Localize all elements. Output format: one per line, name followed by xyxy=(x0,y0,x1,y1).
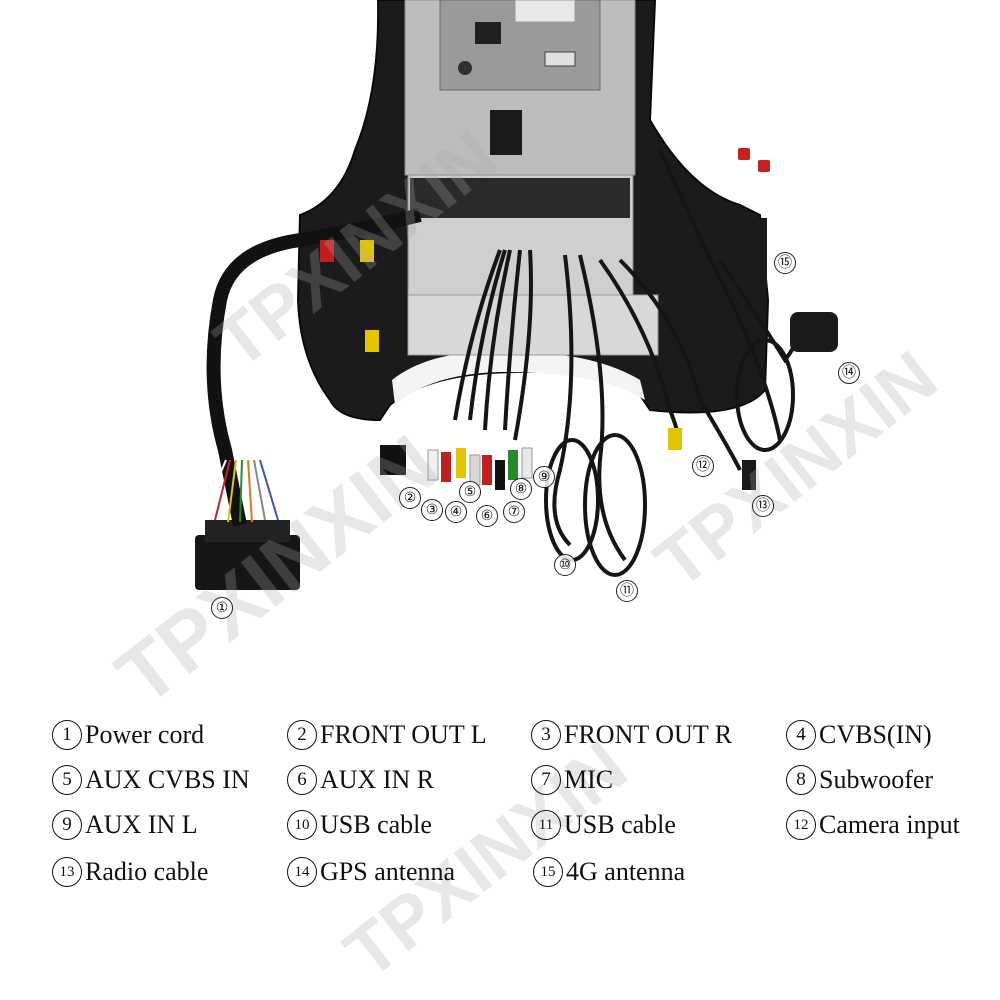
radio-plug xyxy=(742,460,756,490)
legend-number: 6 xyxy=(287,765,317,795)
legend-label: Subwoofer xyxy=(819,765,934,794)
callout-14: ⑭ xyxy=(838,362,860,384)
legend-label: AUX IN R xyxy=(320,765,435,794)
callout-12: ⑫ xyxy=(692,455,714,477)
power-cord-bundle xyxy=(206,208,422,527)
legend-number: 8 xyxy=(786,765,816,795)
legend-label: USB cable xyxy=(564,810,676,839)
callout-9: ⑨ xyxy=(533,466,555,488)
bezel-window xyxy=(392,351,645,405)
gps-antenna-puck xyxy=(790,312,838,352)
red-cap xyxy=(758,160,770,172)
callout-13: ⑬ xyxy=(752,495,774,517)
legend-label: Power cord xyxy=(85,720,205,749)
callout-2: ② xyxy=(399,487,421,509)
callout-3: ③ xyxy=(421,499,443,521)
legend-number: 11 xyxy=(531,810,561,840)
legend-label: Camera input xyxy=(819,810,960,839)
power-connector-top xyxy=(205,520,290,542)
red-cap xyxy=(738,148,750,160)
legend-label: MIC xyxy=(564,765,614,794)
legend-label: FRONT OUT L xyxy=(320,720,487,749)
legend-number: 3 xyxy=(531,720,561,750)
board-hole xyxy=(458,61,472,75)
legend-number: 10 xyxy=(287,810,317,840)
legend-number: 9 xyxy=(52,810,82,840)
legend-number: 14 xyxy=(287,857,317,887)
legend-number: 13 xyxy=(52,857,82,887)
heatsink xyxy=(410,178,630,218)
product-photo xyxy=(195,0,838,590)
callout-1: ① xyxy=(211,597,233,619)
callout-4: ④ xyxy=(445,501,467,523)
usb-loop-11 xyxy=(583,433,647,577)
callout-8: ⑧ xyxy=(510,478,532,500)
legend-label: GPS antenna xyxy=(320,857,456,886)
signal-cables xyxy=(453,149,802,562)
legend-number: 12 xyxy=(786,810,816,840)
callout-5: ⑤ xyxy=(459,481,481,503)
legend-number: 7 xyxy=(531,765,561,795)
legend-number: 15 xyxy=(533,857,563,887)
callout-10: ⑩ xyxy=(554,554,576,576)
legend-label: CVBS(IN) xyxy=(819,720,932,749)
board-sticker xyxy=(514,0,576,23)
legend-number: 2 xyxy=(287,720,317,750)
antenna-loop xyxy=(735,338,795,452)
legend-number: 1 xyxy=(52,720,82,750)
board-chip xyxy=(475,22,501,44)
4g-antenna xyxy=(745,218,767,288)
board-connector xyxy=(544,51,576,67)
usb-dongle xyxy=(490,110,522,155)
legend-label: AUX IN L xyxy=(85,810,198,839)
legend-number: 5 xyxy=(52,765,82,795)
callout-6: ⑥ xyxy=(476,505,498,527)
legend-number: 4 xyxy=(786,720,816,750)
callout-15: ⑮ xyxy=(774,252,796,274)
legend-label: FRONT OUT R xyxy=(564,720,733,749)
legend-label: Radio cable xyxy=(85,857,209,886)
lower-plate xyxy=(407,294,659,356)
legend-label: AUX CVBS IN xyxy=(85,765,250,794)
rca-plugs xyxy=(320,240,682,490)
harness-wires xyxy=(204,459,279,523)
legend-label: 4G antenna xyxy=(566,857,686,886)
legend-label: USB cable xyxy=(320,810,432,839)
callout-7: ⑦ xyxy=(503,501,525,523)
callout-11: ⑪ xyxy=(616,580,638,602)
power-connector xyxy=(195,535,300,590)
